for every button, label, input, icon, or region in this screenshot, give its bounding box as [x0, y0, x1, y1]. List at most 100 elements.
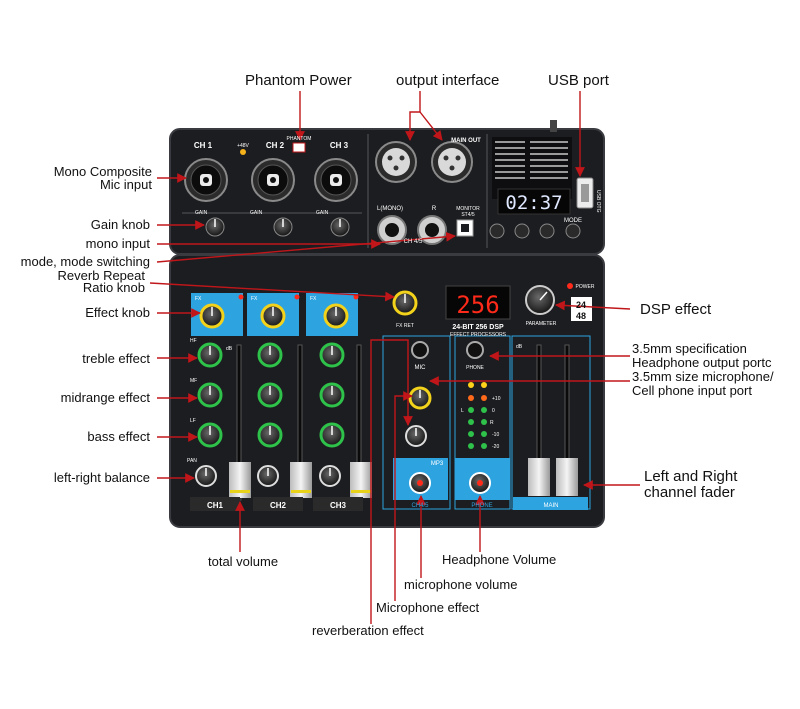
label-mf: MF — [190, 378, 197, 384]
label-main-out: MAIN OUT — [451, 138, 481, 144]
vu-meter — [468, 382, 487, 449]
label-db-ch1: dB — [226, 346, 233, 352]
combo-jack-ch3[interactable] — [314, 158, 358, 202]
combo-jack-ch2[interactable] — [251, 158, 295, 202]
transport-play-button[interactable] — [539, 223, 555, 239]
callout-mono-input: mono input — [85, 236, 150, 251]
sample-rate-badge — [571, 297, 592, 321]
power-led — [567, 283, 573, 289]
label-fx-ch2: FX — [251, 296, 258, 302]
reverb-level-knob[interactable] — [405, 425, 427, 447]
callout-treble-effect: treble effect — [82, 351, 150, 366]
badge-48: 48 — [576, 311, 586, 321]
label-dsp-line2: EFFECT PROCESSORS — [450, 332, 507, 338]
callout-headphone-volume: Headphone Volume — [442, 552, 557, 567]
label-mode: MODE — [564, 218, 582, 224]
strip-label-main: MAIN — [544, 503, 559, 509]
label-ch2: CH 2 — [266, 141, 285, 150]
phantom-switch[interactable] — [292, 142, 306, 153]
callout-mono-composite-1: Mono Composite — [53, 164, 152, 179]
strip-label-ch2: CH2 — [270, 501, 287, 510]
pan-knob-ch2[interactable] — [257, 465, 279, 487]
main-out-l-jack[interactable] — [375, 141, 417, 183]
usb-nub — [550, 120, 557, 132]
label-phone: PHONE — [466, 365, 484, 371]
label-db-main: dB — [516, 344, 523, 350]
callout-reverb-repeat-1: Reverb Repeat — [57, 268, 145, 283]
main-out-r-jack[interactable] — [431, 141, 473, 183]
gain-knob-ch1[interactable] — [205, 217, 225, 237]
mp3-volume-knob[interactable] — [409, 472, 431, 494]
dsp-parameter-knob[interactable] — [525, 285, 555, 315]
fx-knob-ch3[interactable] — [323, 303, 349, 329]
fader-cap-ch2[interactable] — [290, 462, 312, 498]
badge-24: 24 — [576, 300, 586, 310]
ch45-section-outline — [382, 335, 451, 510]
phone-section-outline — [454, 335, 511, 510]
strip-label-ch1: CH1 — [207, 501, 224, 510]
callout-midrange-effect: midrange effect — [60, 390, 150, 405]
gain-knob-ch2[interactable] — [273, 217, 293, 237]
mic-fx-knob[interactable] — [408, 386, 432, 410]
label-vu-l: L — [461, 408, 464, 414]
callout-mic-phone-input-1: 3.5mm size microphone/ — [632, 369, 774, 384]
callout-headphone-output-1: 3.5mm specification — [632, 341, 747, 356]
fx-knob-ch2[interactable] — [260, 303, 286, 329]
callout-lr-fader-2: channel fader — [644, 484, 735, 501]
fader-cap-ch1[interactable] — [229, 462, 251, 498]
combo-jack-ch1[interactable] — [184, 158, 228, 202]
label-fx-ch1: FX — [195, 296, 202, 302]
label-vu-plus10: +10 — [492, 396, 501, 402]
callout-mode-switching: mode, mode switching — [20, 254, 150, 269]
label-48v: +48V — [237, 143, 249, 149]
label-st45: ST4/5 — [461, 212, 475, 218]
pan-knob-ch1[interactable] — [195, 465, 217, 487]
callout-reverb-repeat-2: Ratio knob — [82, 280, 145, 295]
label-l-mono: L(MONO) — [377, 206, 403, 212]
line-in-l-mono-jack[interactable] — [377, 215, 407, 245]
phone-volume-knob[interactable] — [455, 458, 510, 500]
media-time-text: 02:37 — [505, 192, 562, 214]
transport-prev-button[interactable] — [489, 223, 505, 239]
label-phantom: PHANTOM — [287, 136, 312, 142]
callout-usb-port: USB port — [548, 72, 609, 89]
pan-knob-ch3[interactable] — [319, 465, 341, 487]
label-gain-ch1: GAIN — [195, 210, 208, 216]
phone-jack-35mm[interactable] — [466, 341, 484, 359]
label-gain-ch2: GAIN — [250, 210, 263, 216]
strip-label-ch3: CH3 — [330, 501, 347, 510]
strip-label-phone: PHONE — [471, 503, 492, 509]
callout-reverberation-effect: reverberation effect — [312, 623, 424, 638]
label-monitor: MONITOR — [456, 206, 480, 212]
callout-left-right-balance: left-right balance — [53, 470, 150, 485]
callout-microphone-volume: microphone volume — [404, 577, 518, 592]
callout-total-volume: total volume — [208, 554, 279, 569]
label-ch1: CH 1 — [194, 141, 213, 150]
label-gain-ch3: GAIN — [316, 210, 329, 216]
callout-mono-composite-2: Mic input — [99, 177, 152, 192]
label-dsp-line1: 24-BIT 256 DSP — [452, 324, 504, 331]
label-power: POWER — [576, 284, 595, 290]
strip-label-ch45: CH4/5 — [411, 503, 429, 509]
label-vu-zero: 0 — [492, 408, 495, 414]
mode-button[interactable] — [565, 223, 581, 239]
callout-mic-phone-input-2: Cell phone input port — [632, 383, 752, 398]
label-hf: HF — [190, 338, 197, 344]
callout-phantom-power: Phantom Power — [245, 72, 352, 89]
callout-effect-knob: Effect knob — [85, 305, 150, 320]
label-lf: LF — [190, 418, 196, 424]
callout-output-interface: output interface — [396, 72, 500, 89]
fx-knob-ch1[interactable] — [199, 303, 225, 329]
label-fx-ret: FX RET — [396, 323, 414, 329]
fx-return-knob[interactable] — [392, 290, 418, 316]
transport-next-button[interactable] — [514, 223, 530, 239]
callout-dsp-effect: DSP effect — [640, 301, 712, 318]
fader-cap-ch3[interactable] — [350, 462, 372, 498]
main-fader-cap-r[interactable] — [556, 458, 578, 496]
mic-jack-35mm[interactable] — [411, 341, 429, 359]
main-fader-cap-l[interactable] — [528, 458, 550, 496]
label-parameter: PARAMETER — [526, 321, 557, 327]
label-pan: PAN — [187, 458, 197, 464]
gain-knob-ch3[interactable] — [330, 217, 350, 237]
